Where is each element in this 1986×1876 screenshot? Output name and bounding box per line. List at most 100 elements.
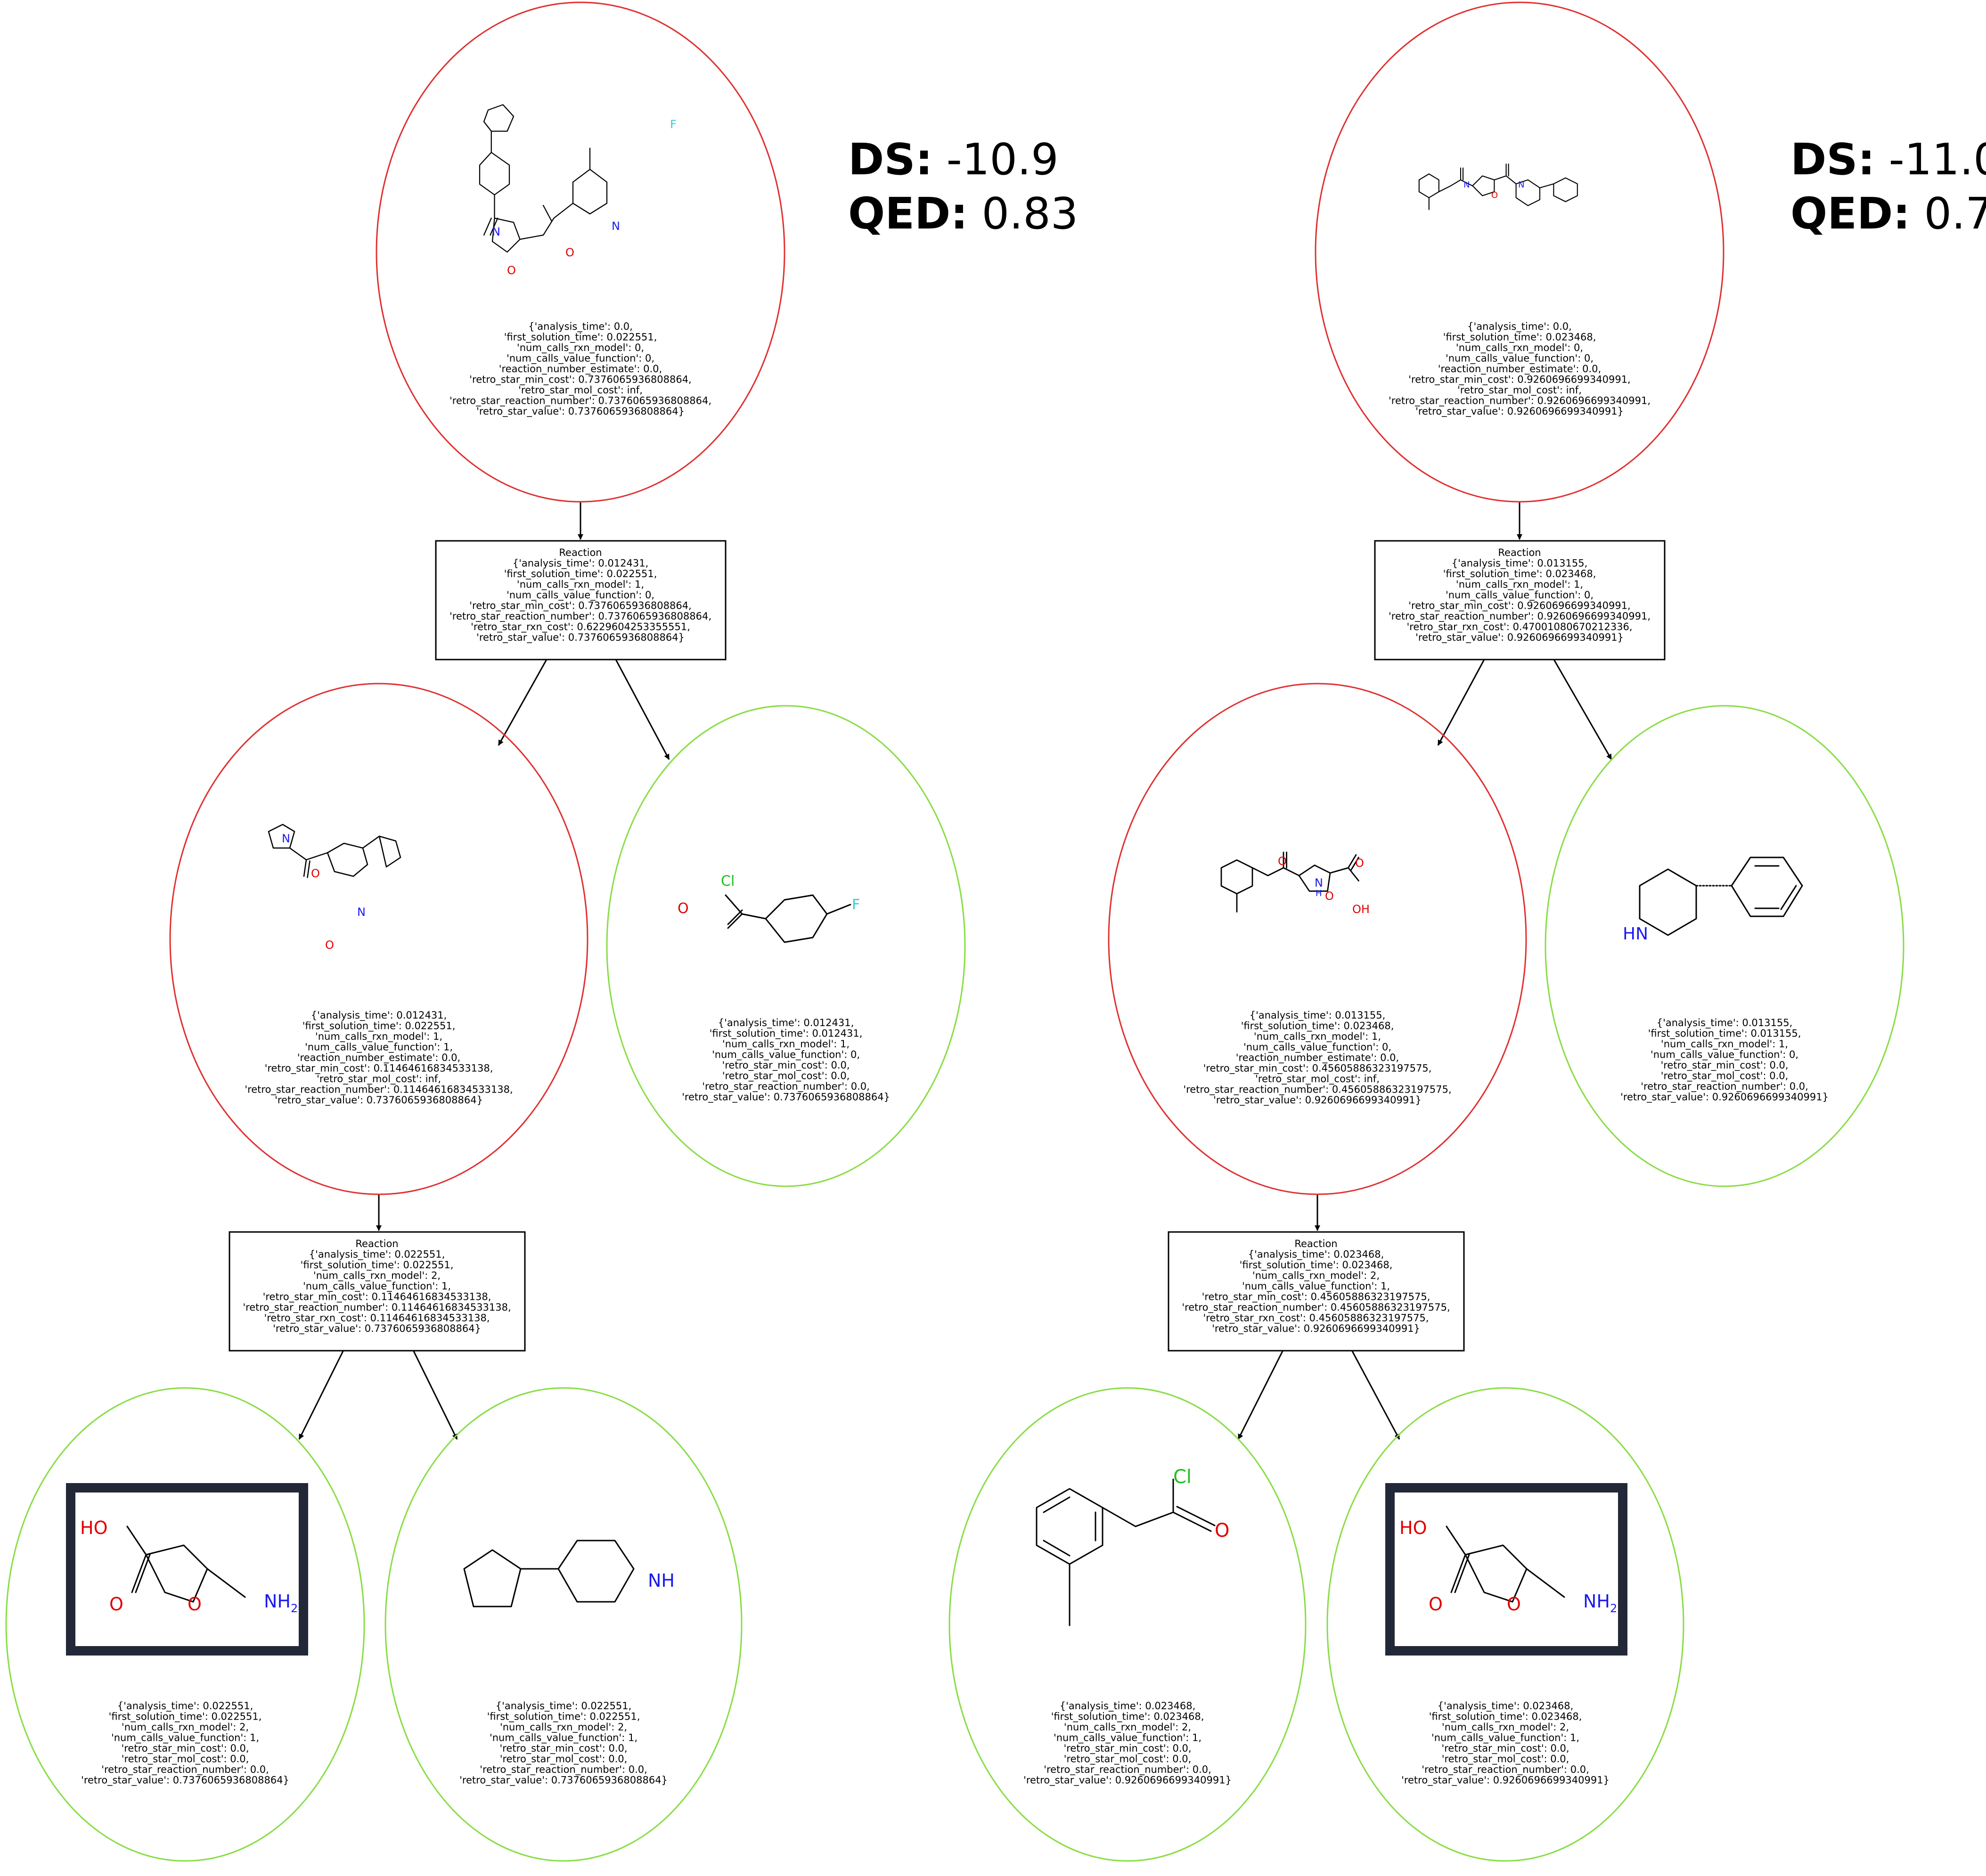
node-text-line: 'first_solution_time': 0.022551, (504, 332, 657, 343)
node-text-line: {'analysis_time': 0.012431, (311, 1010, 447, 1021)
node-text-line: 'retro_star_value': 0.9260696699340991} (1023, 1775, 1232, 1786)
root-molecule-node[interactable]: N O N {'analysis_time': 0.0,'first_solut… (1315, 1, 1724, 503)
atom-label: O (109, 1594, 123, 1615)
node-text-line: 'num_calls_rxn_model': 2, (500, 1721, 627, 1733)
node-stats-text: {'analysis_time': 0.0,'first_solution_ti… (450, 321, 711, 417)
intermediate-molecule-node[interactable]: N O O N {'analysis_time': 0.012431,'firs… (169, 683, 588, 1195)
node-text-line: 'retro_star_rxn_cost': 0.470010806702123… (1406, 621, 1632, 633)
node-text-line: 'retro_star_reaction_number': 0.92606966… (1389, 611, 1651, 622)
node-text-line: 'retro_star_min_cost': 0.0, (722, 1060, 850, 1071)
node-text-line: 'num_calls_rxn_model': 1, (1456, 579, 1583, 591)
node-text-line: 'reaction_number_estimate': 0.0, (1438, 363, 1601, 375)
node-text-line: 'retro_star_mol_cost': 0.0, (122, 1754, 249, 1765)
node-text-line: 'num_calls_value_function': 1, (303, 1281, 451, 1292)
reaction-node[interactable]: Reaction{'analysis_time': 0.013155,'firs… (1374, 540, 1666, 661)
qed-score: QED: 0.73 (1790, 188, 1986, 239)
node-text-line: 'num_calls_value_function': 1, (490, 1732, 637, 1744)
node-text-line: 'num_calls_value_function': 0, (1651, 1049, 1798, 1061)
building-block-node[interactable]: HO O O NH2 {'analysis_time': 0.023468,'f… (1326, 1387, 1684, 1862)
node-outline (376, 1, 785, 503)
node-text-line: 'retro_star_value': 0.7376065936808864} (476, 632, 685, 644)
node-outline (1545, 705, 1904, 1187)
node-text-line: {'analysis_time': 0.0, (528, 321, 633, 333)
node-text-line: 'reaction_number_estimate': 0.0, (297, 1052, 460, 1064)
node-text-line: 'num_calls_value_function': 1, (1054, 1732, 1201, 1744)
node-text-line: 'num_calls_value_function': 0, (507, 353, 654, 365)
reaction-node[interactable]: Reaction{'analysis_time': 0.012431,'firs… (435, 540, 727, 661)
node-text-line: 'num_calls_rxn_model': 0, (517, 342, 644, 354)
node-text-line: 'retro_star_value': 0.9260696699340991} (1401, 1775, 1610, 1786)
node-text-line: 'first_solution_time': 0.023468, (1443, 332, 1596, 343)
root-molecule-node[interactable]: N O O N F {'analysis_time': 0.0,'first_s… (376, 1, 785, 503)
node-stats-text: {'analysis_time': 0.023468,'first_soluti… (1023, 1700, 1232, 1786)
node-text-line: 'num_calls_rxn_model': 1, (517, 579, 644, 591)
node-text-line: 'num_calls_rxn_model': 2, (1064, 1721, 1191, 1733)
node-text-line: 'retro_star_reaction_number': 0.11464616… (243, 1302, 511, 1313)
building-block-node[interactable]: HO O O NH2 {'analysis_time': 0.022551,'f… (5, 1387, 365, 1862)
molecule-structure (1036, 1478, 1216, 1626)
left-tree: N O O N F {'analysis_time': 0.0,'first_s… (5, 1, 1078, 1862)
building-block-node[interactable]: Cl O F {'analysis_time': 0.012431,'first… (606, 705, 966, 1187)
node-text-line: 'retro_star_mol_cost': 0.0, (1442, 1754, 1569, 1765)
molecule-structure (1418, 163, 1578, 210)
node-text-line: 'retro_star_value': 0.7376065936808864} (273, 1323, 481, 1335)
atom-label: O (1507, 1594, 1521, 1615)
node-text-line: 'retro_star_min_cost': 0.0, (499, 1743, 627, 1754)
node-text-line: 'retro_star_min_cost': 0.737606593680886… (469, 600, 691, 612)
node-text-line: 'retro_star_reaction_number': 0.92606966… (1389, 395, 1651, 407)
node-text-line: 'retro_star_min_cost': 0.114646168345331… (263, 1291, 491, 1303)
node-text-line: 'retro_star_min_cost': 0.114646168345331… (265, 1063, 493, 1075)
node-text-line: {'analysis_time': 0.023468, (1438, 1700, 1574, 1712)
atom-label: N (282, 832, 290, 845)
atom-label: HO (80, 1517, 107, 1538)
edge (1237, 1351, 1283, 1440)
node-text-line: 'retro_star_value': 0.7376065936808864} (275, 1094, 483, 1106)
node-text-line: {'analysis_time': 0.0, (1467, 321, 1572, 333)
edge (298, 1351, 344, 1440)
building-block-node[interactable]: Cl O {'analysis_time': 0.023468,'first_s… (948, 1387, 1307, 1862)
node-outline (435, 540, 727, 661)
node-text-line: 'retro_star_reaction_number': 0.73760659… (450, 395, 711, 407)
building-block-node[interactable]: HN {'analysis_time': 0.013155,'first_sol… (1545, 705, 1904, 1187)
highlight-frame (1385, 1483, 1627, 1656)
node-text-line: 'retro_star_value': 0.9260696699340991} (1212, 1323, 1420, 1335)
atom-label: HN (1623, 924, 1648, 944)
node-outline (169, 683, 588, 1195)
node-text-line: 'num_calls_rxn_model': 2, (1442, 1721, 1569, 1733)
node-outline (229, 1231, 526, 1352)
node-text-line: 'num_calls_value_function': 0, (507, 589, 654, 601)
atom-label: O (678, 900, 689, 917)
node-text-line: 'num_calls_rxn_model': 0, (1456, 342, 1583, 354)
node-stats-text: {'analysis_time': 0.013155,'first_soluti… (1620, 1017, 1829, 1103)
node-text-line: 'first_solution_time': 0.022551, (109, 1711, 262, 1723)
node-text-line: 'retro_star_reaction_number': 0.0, (1641, 1081, 1808, 1093)
molecule-structure (725, 894, 851, 943)
node-outline (1108, 683, 1527, 1195)
atom-label: N (492, 225, 500, 238)
reaction-node[interactable]: Reaction{'analysis_time': 0.022551,'firs… (229, 1231, 526, 1352)
reaction-text: Reaction{'analysis_time': 0.023468,'firs… (1182, 1238, 1450, 1335)
node-text-line: 'retro_star_min_cost': 0.456058863231975… (1203, 1063, 1432, 1075)
node-text-line: 'num_calls_rxn_model': 1, (1661, 1038, 1788, 1050)
atom-label: Cl (721, 873, 735, 889)
node-text-line: 'reaction_number_estimate': 0.0, (1236, 1052, 1399, 1064)
node-outline (1168, 1231, 1465, 1352)
atom-label: O (188, 1594, 202, 1615)
node-text-line: 'retro_star_reaction_number': 0.45605886… (1182, 1302, 1450, 1313)
atom-label: H (1316, 889, 1322, 898)
building-block-node[interactable]: NH {'analysis_time': 0.022551,'first_sol… (384, 1387, 743, 1862)
node-stats-text: {'analysis_time': 0.0,'first_solution_ti… (1389, 321, 1651, 417)
atom-label: HO (1399, 1517, 1427, 1538)
molecule-structure (1446, 1525, 1565, 1603)
node-text-line: 'retro_star_min_cost': 0.737606593680886… (469, 374, 691, 386)
node-text-line: 'retro_star_reaction_number': 0.0, (480, 1764, 647, 1776)
reaction-node[interactable]: Reaction{'analysis_time': 0.023468,'firs… (1168, 1231, 1465, 1352)
node-text-line: 'num_calls_rxn_model': 1, (722, 1038, 850, 1050)
node-text-line: 'num_calls_value_function': 0, (1446, 353, 1594, 365)
molecule-structure (126, 1525, 246, 1603)
molecule-structure (1639, 856, 1803, 936)
intermediate-molecule-node[interactable]: N H O OH O O {'analysis_time': 0.013155,… (1108, 683, 1527, 1195)
node-text-line: {'analysis_time': 0.022551, (309, 1249, 445, 1261)
atom-label: O (565, 246, 574, 259)
